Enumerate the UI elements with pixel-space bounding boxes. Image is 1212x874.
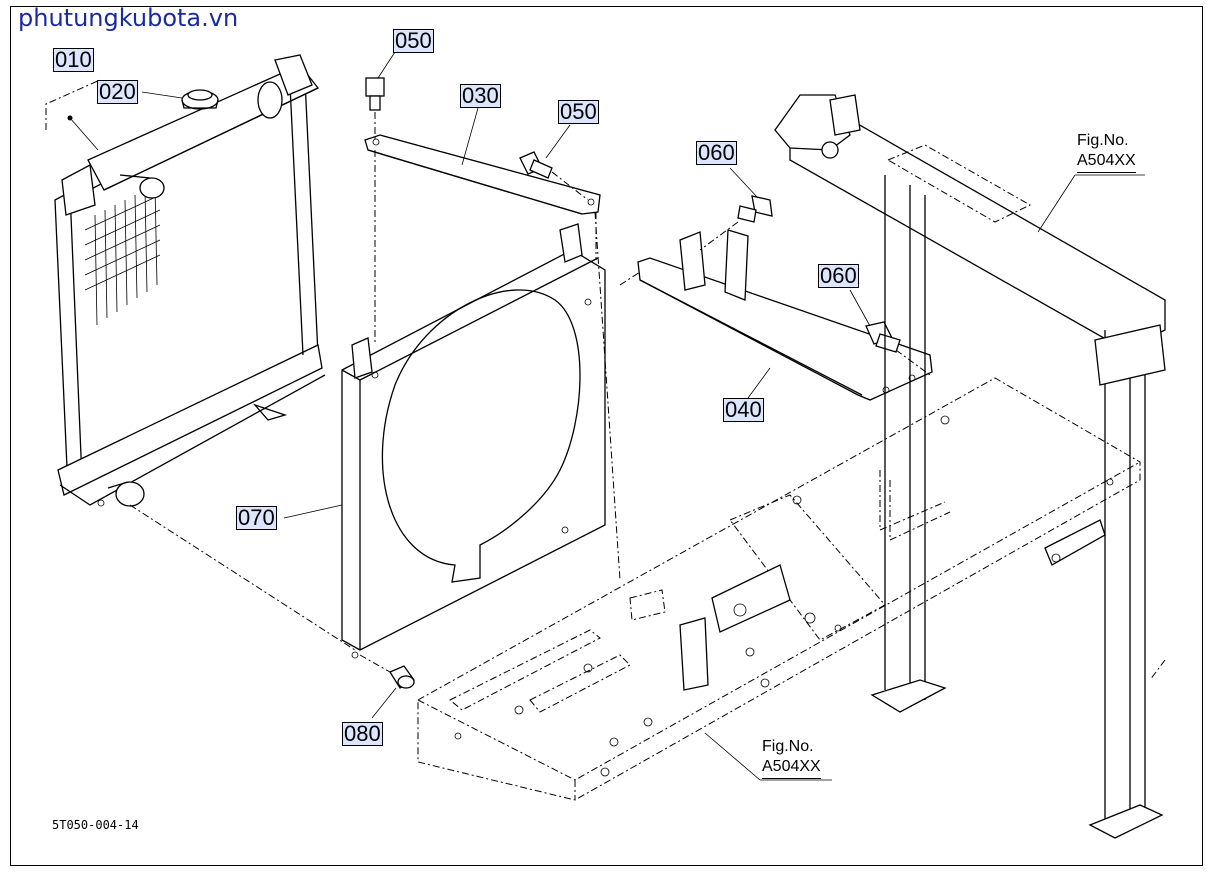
frame-structure (774, 94, 1166, 839)
callout-060-upper: 060 (696, 140, 737, 165)
callout-050-top: 050 (393, 28, 434, 53)
bolt-050-right (519, 151, 553, 179)
fan-shroud (341, 223, 606, 659)
callout-060-lower: 060 (818, 263, 859, 288)
callout-030: 030 (460, 83, 501, 108)
callout-020: 020 (97, 79, 138, 104)
callout-080: 080 (342, 721, 383, 746)
figure-reference-lower: Fig.No. A504XX (762, 737, 821, 779)
document-id: 5T050-004-14 (52, 818, 139, 832)
figure-reference-label: Fig.No. (1077, 132, 1129, 149)
figure-reference-label: Fig.No. (762, 738, 814, 755)
bolt-060-upper (737, 195, 773, 223)
drain-plug (389, 665, 415, 689)
base-plate (417, 377, 1141, 801)
callout-070: 070 (236, 505, 277, 530)
assembly-bracket (45, 79, 101, 130)
lower-bracket (637, 229, 933, 401)
radiator-assembly (54, 54, 326, 507)
callout-050-right: 050 (558, 99, 599, 124)
bolt-050-top (365, 77, 385, 111)
figure-reference-upper: Fig.No. A504XX (1077, 131, 1136, 173)
callout-040: 040 (723, 397, 764, 422)
drawing-frame (10, 6, 1203, 866)
radiator-cap (181, 89, 219, 110)
callout-010: 010 (53, 47, 94, 72)
upper-stay (364, 134, 601, 215)
figure-reference-number: A504XX (762, 757, 821, 779)
watermark: phutungkubota.vn (18, 4, 239, 32)
figure-reference-number: A504XX (1077, 151, 1136, 173)
